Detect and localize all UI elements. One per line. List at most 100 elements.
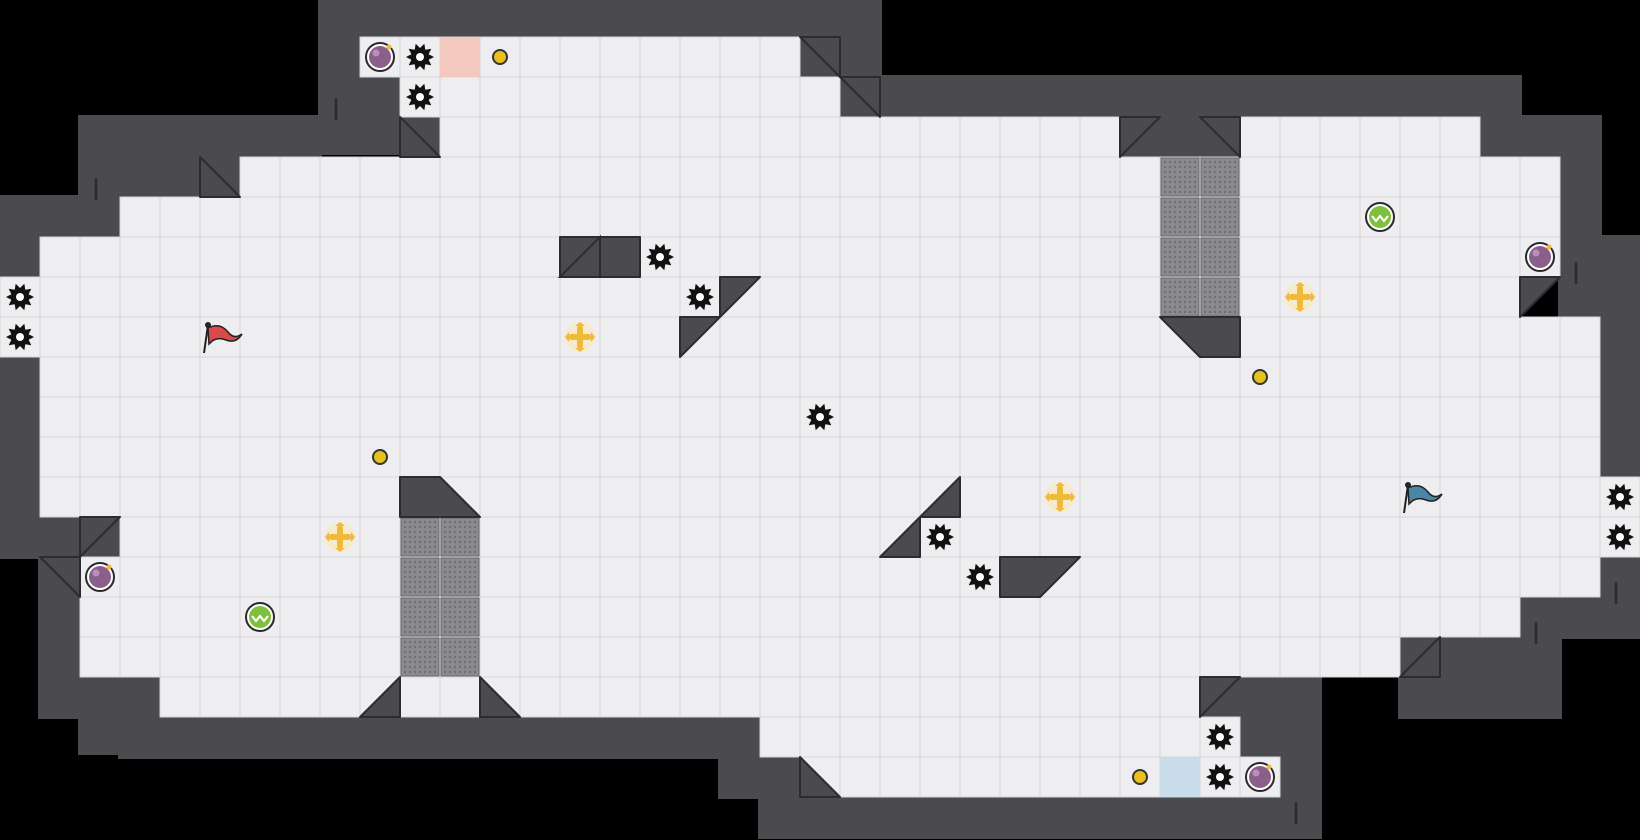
gate-dot [428,670,432,674]
gate-dot [1223,250,1227,254]
floor-tile [679,196,721,238]
floor-tile [1159,676,1201,718]
gate-dot [1178,255,1182,259]
gate-dot [1163,225,1167,229]
gate-dot [423,590,427,594]
bomb-shine [92,569,100,577]
gate-dot [458,585,462,589]
gate-dot [1183,310,1187,314]
gate-dot [1183,200,1187,204]
gate-dot [1183,270,1187,274]
gate-dot [413,545,417,549]
gate-dot [458,660,462,664]
floor-tile [1439,116,1481,158]
gate-dot [1203,175,1207,179]
gate-dot [413,540,417,544]
gate-dot [453,620,457,624]
gate-dot [403,660,407,664]
gate-dot [418,570,422,574]
gate-dot [453,600,457,604]
floor-tile [119,516,161,558]
spike-hub [1616,493,1624,501]
gate-dot [1208,200,1212,204]
floor-tile [719,76,761,118]
gate-dot [458,535,462,539]
floor-tile [1519,396,1561,438]
gate-dot [1188,265,1192,269]
gate-dot [458,615,462,619]
gate-dot [423,565,427,569]
gate-dot [468,550,472,554]
floor-tile [1239,196,1281,238]
gate-dot [1163,170,1167,174]
floor-tile [1359,276,1401,318]
floor-tile [439,236,481,278]
boost-icon [1285,282,1315,312]
floor-tile [159,276,201,318]
floor-tile [839,156,881,198]
gate-dot [1233,215,1237,219]
gate-dot [448,525,452,529]
gate-dot [463,540,467,544]
floor-tile [719,636,761,678]
outer-wall [78,115,322,159]
gate-dot [423,535,427,539]
gate-dot [463,650,467,654]
floor-tile [599,36,641,78]
floor-tile [479,396,521,438]
floor-tile [1239,436,1281,478]
floor-tile [1519,436,1561,478]
gate-dot [413,550,417,554]
gate-dot [1213,310,1217,314]
floor-tile [79,356,121,398]
gate-dot [458,565,462,569]
floor-tile [999,236,1041,278]
gate-dot [1213,185,1217,189]
gate-dot [463,655,467,659]
floor-tile [759,36,801,78]
floor-tile [239,636,281,678]
powerup-dot [372,449,388,465]
gate-dot [448,590,452,594]
gate-dot [443,600,447,604]
gate-dot [1218,215,1222,219]
floor-tile [39,356,81,398]
floor-tile [599,476,641,518]
floor-tile [639,316,681,358]
gate-dot [1188,165,1192,169]
gate-dot [403,630,407,634]
floor-tile [479,76,521,118]
floor-tile [999,196,1041,238]
floor-tile [879,396,921,438]
gate-dot [433,670,437,674]
boost-arrow [335,548,345,552]
floor-tile [239,196,281,238]
floor-tile [519,436,561,478]
gate-dot [1188,295,1192,299]
gate-dot [473,530,477,534]
gate-dot [443,640,447,644]
gate-dot [418,645,422,649]
gate-dot [453,610,457,614]
gate-dot [1228,205,1232,209]
gate-dot [1228,300,1232,304]
floor-tile [1439,436,1481,478]
gate-dot [1233,300,1237,304]
floor-tile [1119,676,1161,718]
gate-dot [1173,230,1177,234]
gate-dot [1168,285,1172,289]
spike-hub [656,253,664,261]
floor-tile [279,556,321,598]
gate-dot [1173,240,1177,244]
floor-tile [959,196,1001,238]
gate-dot [463,660,467,664]
floor-tile [1199,396,1241,438]
gate-dot [1178,170,1182,174]
gate-dot [1178,165,1182,169]
gate-dot [403,665,407,669]
gate-dot [1193,245,1197,249]
floor-tile [1319,636,1361,678]
gate-dot [1213,220,1217,224]
gate-dot [413,575,417,579]
bomb-icon [1525,242,1555,272]
